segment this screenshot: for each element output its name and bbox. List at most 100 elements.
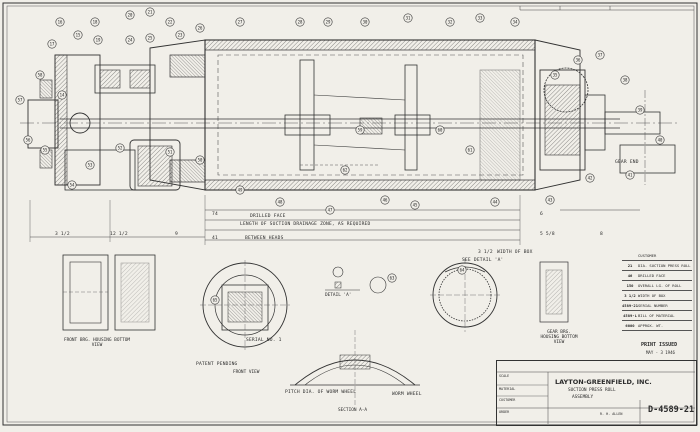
title-block-grid (496, 371, 695, 424)
item-balloon-label: 44 (493, 200, 498, 205)
item-balloon: 26 (195, 23, 205, 33)
note-gear-end: GEAR END (615, 160, 639, 165)
item-balloon-label: 22 (168, 20, 173, 25)
item-balloon: 59 (355, 125, 365, 135)
item-balloon-label: 15 (76, 33, 81, 38)
main-roll-section (20, 39, 680, 245)
note-see-detail-a: SEE DETAIL 'A' (462, 258, 504, 263)
inner-border (6, 5, 695, 423)
item-balloon: 50 (195, 155, 205, 165)
item-balloon-label: 25 (148, 36, 153, 41)
item-balloon: 37 (595, 50, 605, 60)
item-balloon-label: 32 (448, 20, 453, 25)
item-balloon-label: 36 (576, 58, 581, 63)
dim-12-half: 12 1/2 (110, 232, 128, 237)
tb-title-line1: SUCTION PRESS ROLL (568, 388, 616, 393)
item-balloon-label: 62 (343, 168, 348, 173)
item-balloon: 28 (295, 17, 305, 27)
note-between-heads: BETWEEN HEADS (245, 236, 284, 241)
dim-3-half: 3 1/2 (55, 232, 70, 237)
item-balloon-label: 45 (413, 203, 418, 208)
item-balloon: 36 (573, 55, 583, 65)
detail-a (325, 266, 387, 294)
item-balloon-label: 47 (328, 208, 333, 213)
note-drilled-face: DRILLED FACE (250, 214, 286, 219)
item-balloon: 57 (15, 95, 25, 105)
item-balloon: 52 (115, 143, 125, 153)
item-balloon-label: 59 (358, 128, 363, 133)
item-balloon: 48 (275, 197, 285, 207)
item-balloon: 63 (387, 273, 397, 283)
tb-material-label: MATERIAL (499, 387, 516, 391)
tb-order-label: ORDER (499, 410, 510, 414)
item-balloon: 23 (175, 30, 185, 40)
item-balloon: 14 (57, 90, 67, 100)
item-balloon: 25 (145, 33, 155, 43)
item-balloon-label: 63 (390, 276, 395, 281)
item-balloon: 20 (125, 10, 135, 20)
item-balloon-label: 35 (553, 73, 558, 78)
item-balloon: 47 (325, 205, 335, 215)
item-balloon: 41 (625, 170, 635, 180)
item-balloon-label: 21 (148, 10, 153, 15)
item-balloon-label: 61 (468, 148, 473, 153)
suction-box (217, 54, 524, 176)
print-issued-stamp: PRINT ISSUED (641, 342, 678, 348)
item-balloon-label: 52 (118, 146, 123, 151)
tb-company-name: LAYTON-GREENFIELD, INC. (555, 378, 652, 386)
item-balloon-label: 23 (178, 33, 183, 38)
item-balloon: 46 (380, 195, 390, 205)
item-balloon-label: 41 (628, 173, 633, 178)
item-balloon-label: 49 (238, 188, 243, 193)
note-worm-wheel: WORM WHEEL (392, 392, 422, 397)
item-balloon: 24 (125, 35, 135, 45)
item-balloon: 61 (465, 145, 475, 155)
item-balloon-label: 33 (478, 16, 483, 21)
item-balloon-label: 34 (513, 20, 518, 25)
front-bearing (64, 139, 181, 191)
item-balloon: 22 (165, 17, 175, 27)
note-pitch-line: PITCH DIA. OF WORM WHEEL (285, 390, 357, 395)
item-balloon: 31 (403, 13, 413, 23)
item-balloon: 30 (360, 17, 370, 27)
item-balloon-label: 29 (326, 20, 331, 25)
item-balloon: 21 (145, 7, 155, 17)
print-issued-date: MAY - 3 1946 (646, 350, 675, 355)
title-block (496, 360, 697, 426)
dim-74: 74 (212, 212, 218, 217)
item-balloon-label: 58 (38, 73, 43, 78)
spec-row: CUSTOMER (622, 251, 692, 261)
item-balloon: 16 (55, 17, 65, 27)
item-balloon: 17 (47, 39, 57, 49)
dim-41: 41 (212, 236, 218, 241)
label-gear-brg-housing: GEAR BRG. HOUSING BOTTOM VIEW (540, 330, 578, 345)
item-balloon: 29 (323, 17, 333, 27)
tb-drawing-number: D-4589-21 (648, 405, 695, 415)
item-balloon: 49 (235, 185, 245, 195)
item-balloon: 32 (445, 17, 455, 27)
item-balloon: 43 (545, 195, 555, 205)
item-balloon-label: 40 (658, 138, 663, 143)
dim-8: 8 (600, 232, 603, 237)
item-balloon: 38 (620, 75, 630, 85)
label-detail-a: DETAIL 'A' (325, 293, 352, 298)
item-balloon: 60 (435, 125, 445, 135)
item-balloon: 40 (655, 135, 665, 145)
section-a-a (290, 330, 420, 405)
item-balloon: 58 (35, 70, 45, 80)
item-balloon: 33 (475, 13, 485, 23)
item-balloon: 65 (210, 295, 220, 305)
dimension-lines (29, 195, 640, 245)
label-front-brg-housing: FRONT BRG. HOUSING BOTTOM VIEW (63, 338, 131, 348)
deckle-mechanism (284, 59, 431, 171)
revision-strip (519, 6, 694, 11)
label-section-a-a: SECTION A-A (338, 408, 368, 413)
item-balloon-label: 53 (88, 163, 93, 168)
item-balloon: 44 (490, 197, 500, 207)
item-balloon-label: 30 (363, 20, 368, 25)
